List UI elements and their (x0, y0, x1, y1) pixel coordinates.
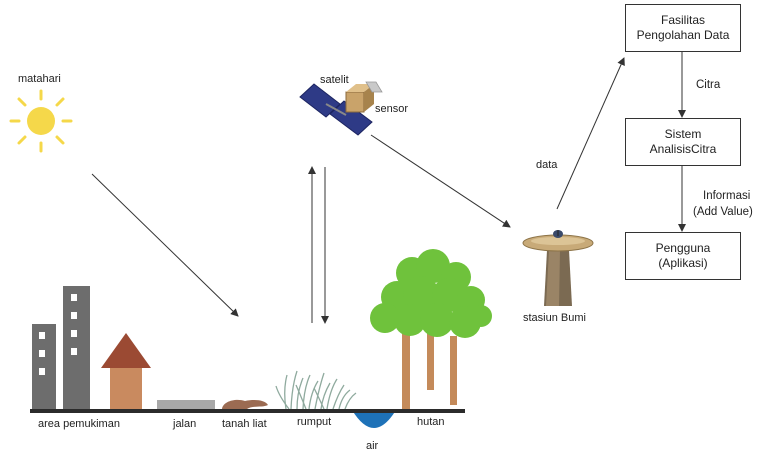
user-box: Pengguna (Aplikasi) (625, 232, 741, 280)
data-label: data (536, 159, 558, 171)
ground-station-icon (522, 230, 594, 306)
sun-icon (9, 89, 73, 153)
water-label: air (366, 440, 379, 452)
satellite-label: satelit (320, 74, 349, 86)
house-icon (101, 333, 151, 410)
sensor-label: sensor (375, 103, 409, 115)
processing-facility-box: Fasilitas Pengolahan Data (625, 4, 741, 52)
grass-label: rumput (297, 416, 332, 428)
clay-icon (222, 399, 268, 409)
station-to-processing-arrow (556, 57, 625, 210)
forest-icon (370, 249, 492, 410)
satellite-icon (299, 81, 383, 136)
user-box-line2: (Aplikasi) (658, 256, 708, 270)
image-analysis-box: Sistem AnalisisCitra (625, 118, 741, 166)
road-label: jalan (173, 418, 197, 430)
processing-box-line2: Pengolahan Data (636, 28, 730, 42)
ground-station-label: stasiun Bumi (523, 312, 586, 324)
information-label: Informasi (703, 190, 751, 202)
clay-label: tanah liat (222, 418, 267, 430)
forest-label: hutan (417, 416, 445, 428)
road-icon (157, 400, 215, 409)
grass-icon (275, 370, 357, 410)
water-icon (352, 410, 396, 428)
citra-label: Citra (696, 79, 721, 91)
processing-box-line1: Fasilitas (660, 13, 705, 27)
arrows (91, 52, 686, 324)
satellite-to-station-arrow (370, 134, 511, 228)
analysis-box-line1: Sistem (664, 127, 702, 141)
sun-to-ground-arrow (91, 173, 239, 317)
add-value-label: (Add Value) (693, 206, 753, 218)
analysis-box-line2: AnalisisCitra (649, 142, 717, 156)
ground-line (30, 409, 465, 413)
buildings-icon (32, 286, 90, 410)
settlement-label: area pemukiman (38, 418, 120, 430)
user-box-line1: Pengguna (655, 241, 711, 255)
sun-label: matahari (18, 73, 61, 85)
